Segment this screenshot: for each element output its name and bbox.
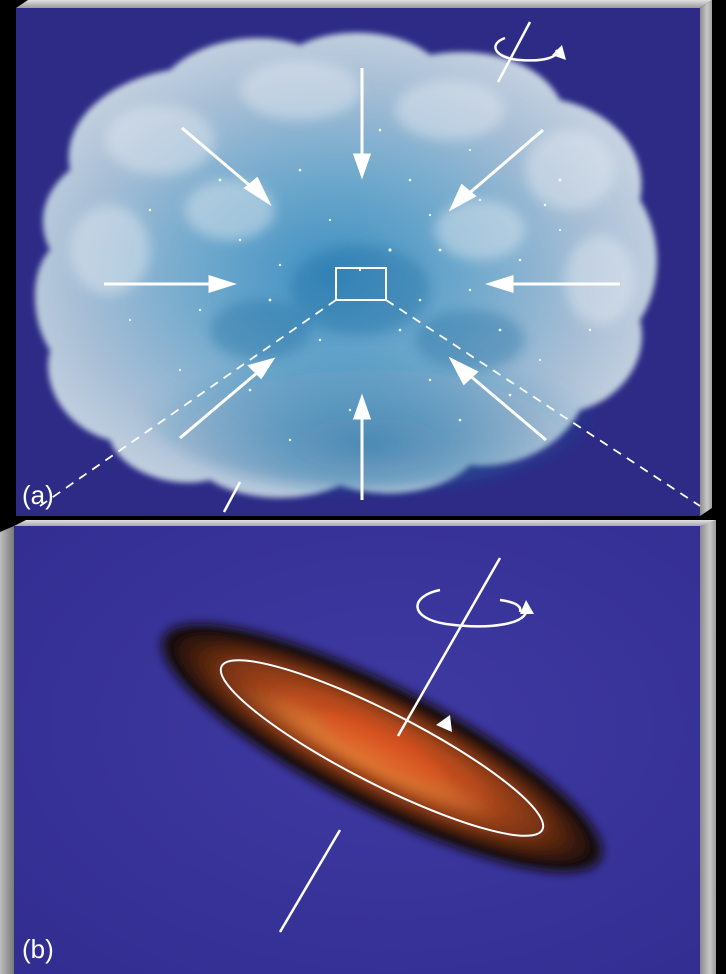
panel-b-right-edge [700,520,716,974]
panel-a-label: (a) [22,480,54,511]
panel-a-illustration [0,0,726,520]
panel-b-left-edge [0,526,14,974]
panel-b-label: (b) [22,934,54,965]
panel-b-top-edge [14,520,716,526]
panel-b-illustration [0,520,726,974]
molecular-cloud [35,33,657,498]
panel-a-right-edge [700,0,712,516]
panel-a-top-edge [16,0,712,8]
